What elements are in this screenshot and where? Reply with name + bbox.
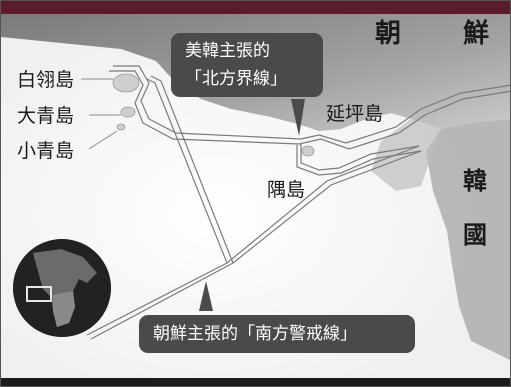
gyeonggi-coast (371, 119, 441, 191)
daecheong-island-shape (120, 106, 136, 118)
nll-callout-line2: 「北方界線」 (185, 69, 287, 89)
south-line-callout: 朝鮮主張的「南方警戒線」 (139, 315, 415, 353)
u-island-label: 隅島 (267, 179, 306, 201)
south-line-callout-pointer (199, 281, 213, 311)
baengnyeong-island-shape (112, 73, 140, 93)
peninsula-locator-inset (13, 239, 111, 337)
nll-callout-pointer (291, 99, 305, 136)
baengnyeong-label: 白翎島 (17, 69, 75, 91)
north-korea-label: 朝 鮮 (375, 19, 508, 49)
socheong-island-shape (116, 123, 126, 131)
title-banner (1, 1, 510, 14)
peninsula-locator-map (13, 239, 111, 337)
locator-highlight-box (26, 286, 52, 302)
socheong-label: 小青島 (17, 140, 75, 162)
yeonpyeong-island-shape (301, 145, 315, 157)
south-korea-label-bottom: 國 (463, 221, 487, 249)
south-korea-landmass (426, 119, 510, 361)
south-korea-label-top: 韓 (463, 167, 487, 195)
southern-guard-line (86, 75, 422, 340)
nll-callout-line1: 美韓主張的 (185, 41, 270, 61)
northern-limit-line (109, 65, 510, 176)
yeonpyeong-label: 延坪島 (326, 103, 384, 125)
daecheong-label: 大青島 (17, 105, 75, 127)
nll-callout: 美韓主張的 「北方界線」 (171, 33, 323, 97)
south-line-callout-text: 朝鮮主張的「南方警戒線」 (153, 324, 357, 344)
leader-lines (81, 78, 121, 150)
bottom-border (1, 378, 510, 386)
